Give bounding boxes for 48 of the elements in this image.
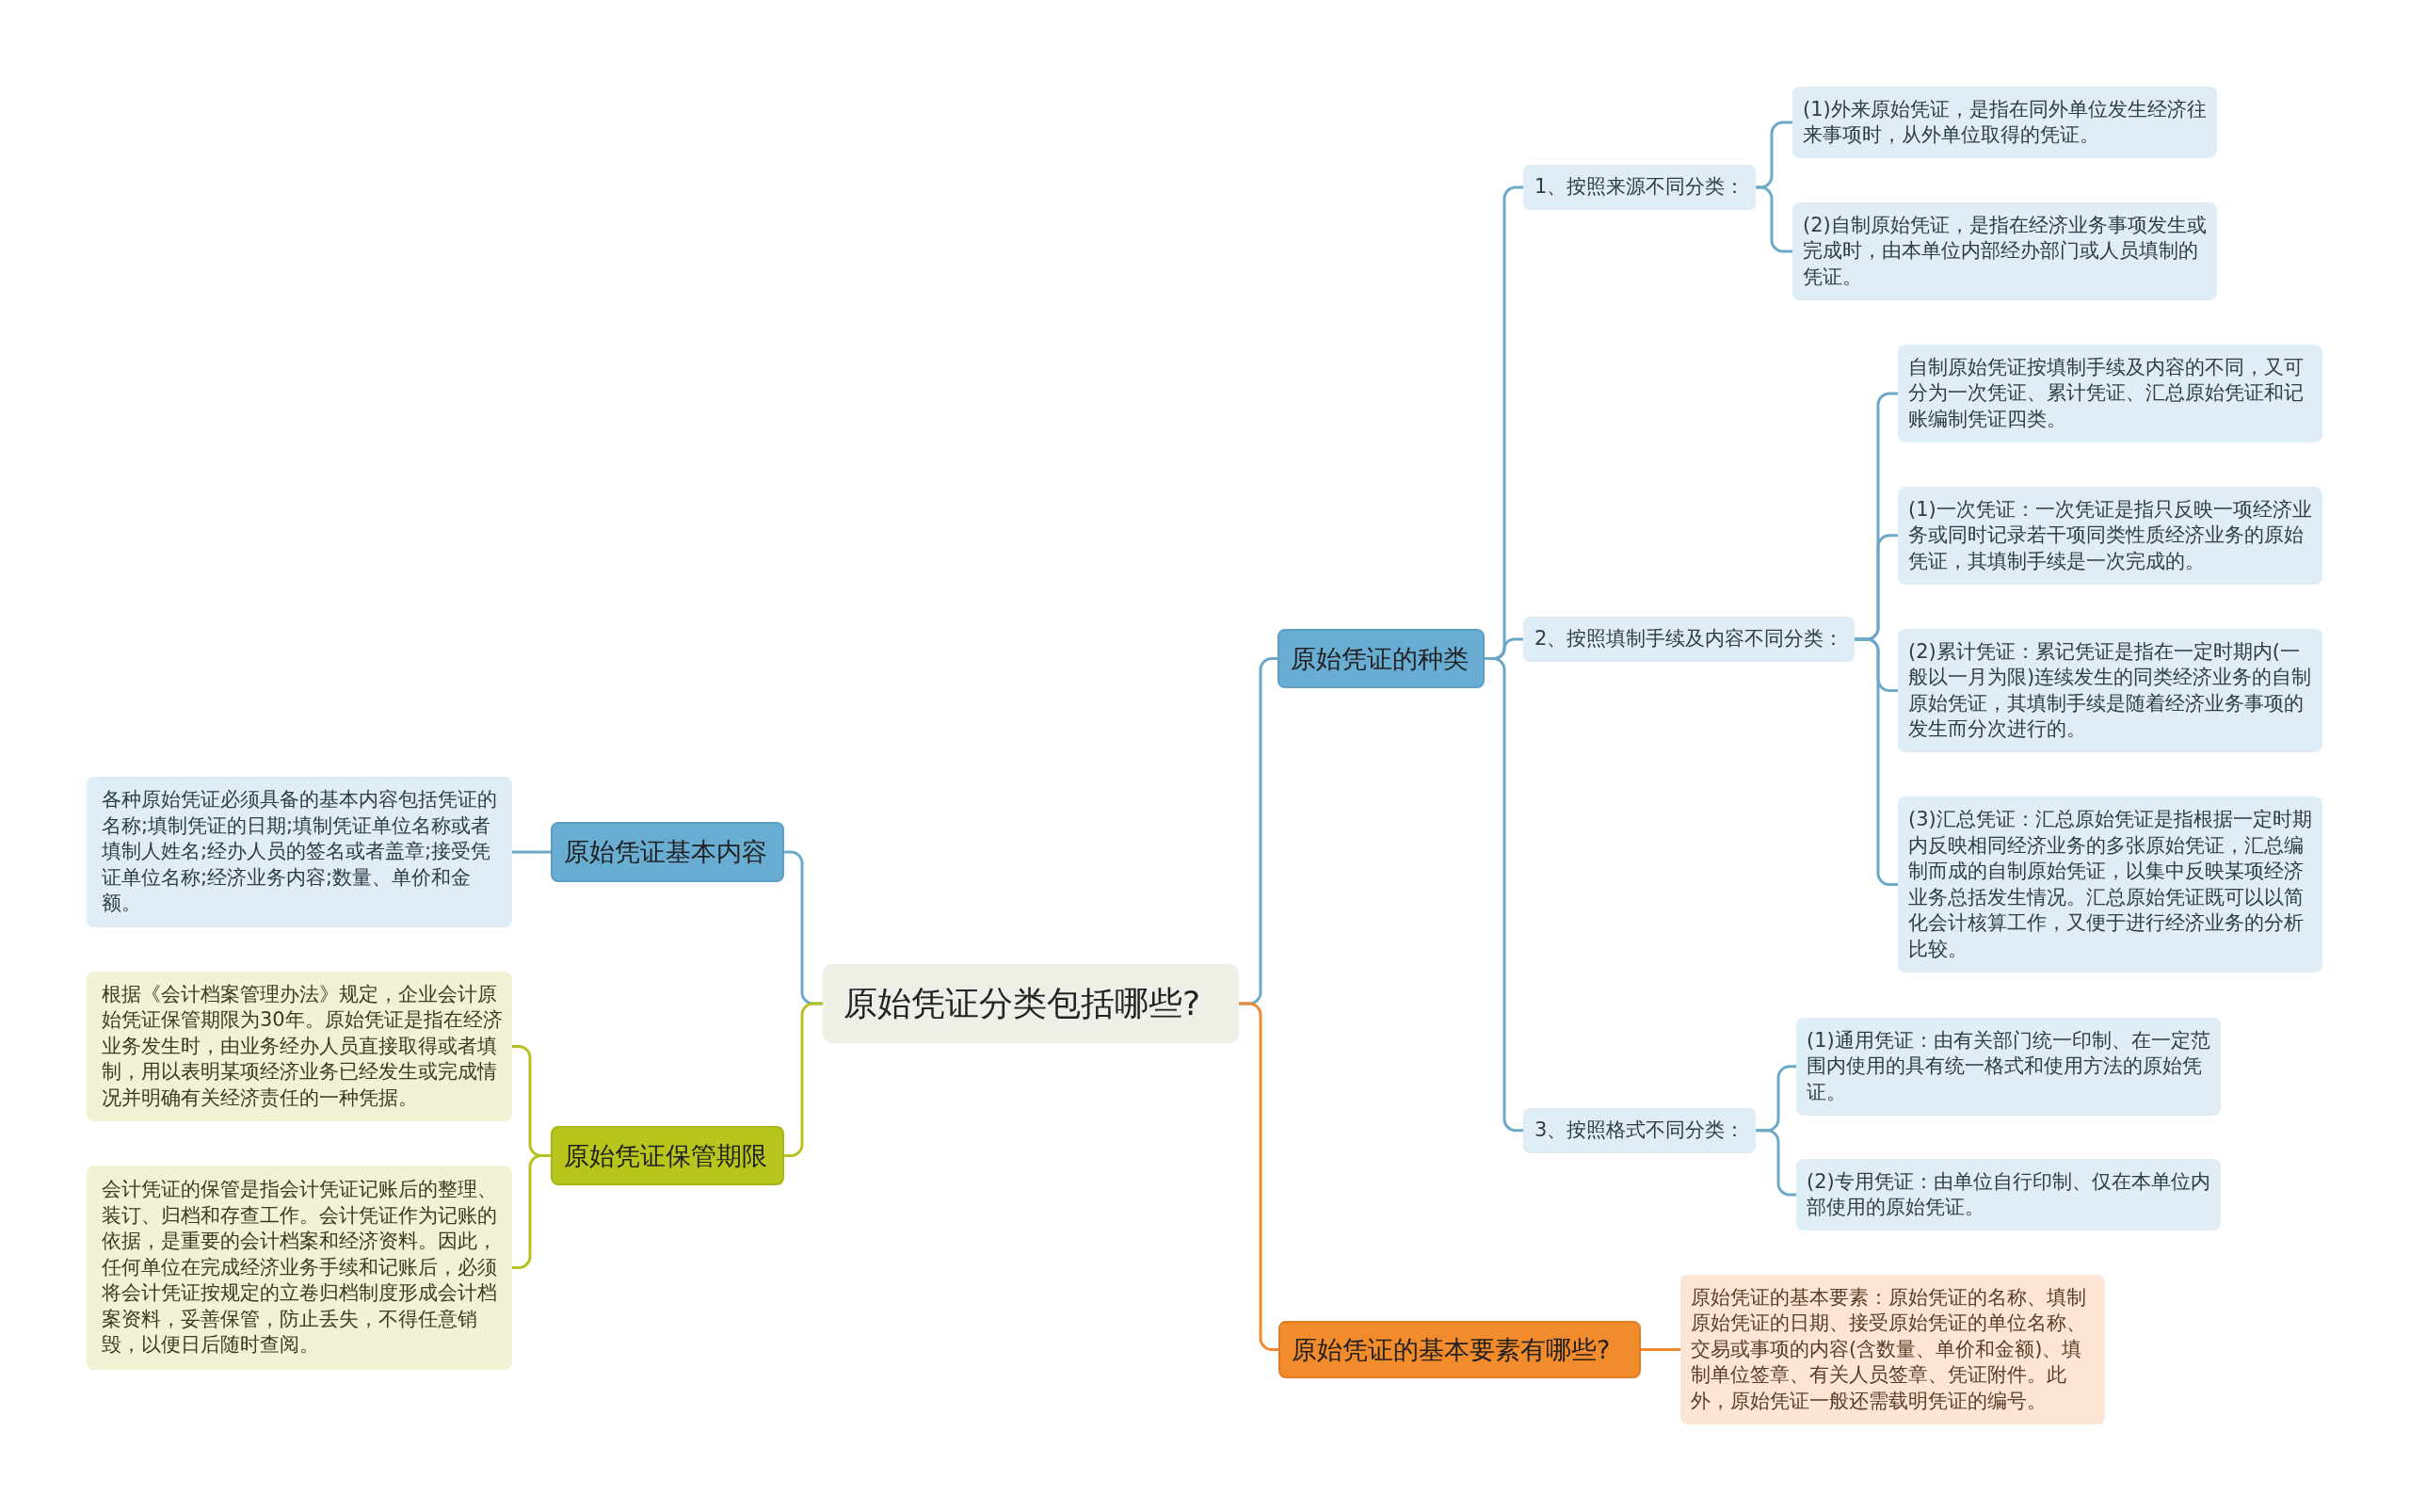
topic-card	[1278, 1321, 1641, 1378]
topic-text: 原始凭证保管期限	[564, 1139, 768, 1172]
topic-card	[551, 822, 784, 882]
note-text: (1)外来原始凭证，是指在同外单位发生经济往来事项时，从外单位取得的凭证。	[1803, 96, 2208, 148]
note-card	[1680, 1275, 2105, 1424]
note-card	[1898, 487, 2322, 585]
note-card	[1792, 202, 2217, 300]
topic-text: 原始凭证的基本要素有哪些?	[1292, 1333, 1612, 1366]
connector-line	[512, 1154, 551, 1269]
note-card	[1898, 796, 2322, 973]
subtopic-text: 2、按照填制手续及内容不同分类：	[1534, 626, 1844, 652]
topic-text: 原始凭证基本内容	[564, 836, 768, 868]
note-card	[87, 1166, 512, 1370]
note-text: (2)专用凭证：由单位自行印制、仅在本单位内部使用的原始凭证。	[1807, 1168, 2211, 1220]
note-card	[87, 777, 512, 927]
note-text: 原始凭证的基本要素：原始凭证的名称、填制原始凭证的日期、接受原始凭证的单位名称、交易或事项的内容(含数量、单价和金额)、填制单位签章、有关人员签章、凭证附件。此外，原始凭证一般还需载明凭证的编号。	[1691, 1284, 2087, 1414]
note-text: (1)通用凭证：由有关部门统一印制、在一定范围内使用的具有统一格式和使用方法的原始凭证。	[1807, 1027, 2211, 1105]
note-card	[1792, 87, 2217, 158]
topic-text: 原始凭证的种类	[1291, 642, 1470, 675]
central-topic-card	[823, 964, 1239, 1043]
note-card	[1898, 345, 2322, 442]
note-text: (2)累计凭证：累记凭证是指在一定时期内(一般以一月为限)连续发生的同类经济业务的自制原始凭证，其填制手续是随着经济业务事项的发生而分次进行的。	[1908, 638, 2313, 742]
connector-line	[784, 1002, 823, 1157]
subtopic-card	[1523, 165, 1757, 210]
central-topic-text: 原始凭证分类包括哪些?	[844, 982, 1202, 1024]
note-text: 各种原始凭证必须具备的基本内容包括凭证的名称;填制凭证的日期;填制凭证单位名称或者填制人姓名;经办人员的签名或者盖章;接受凭证单位名称;经济业务内容;数量、单价和金额。	[102, 787, 498, 917]
connector-line	[1756, 1129, 1796, 1197]
note-card	[1898, 629, 2322, 752]
note-text: (1)一次凭证：一次凭证是指只反映一项经济业务或同时记录若干项同类性质经济业务的原始凭证，其填制手续是一次完成的。	[1908, 496, 2313, 574]
note-card	[1796, 1018, 2221, 1116]
subtopic-text: 3、按照格式不同分类：	[1534, 1118, 1745, 1143]
note-text: 根据《会计档案管理办法》规定，企业会计原始凭证保管期限为30年。原始凭证是指在经济业务发生时，由业务经办人员直接取得或者填制，用以表明某项经济业务已经发生或完成情况并明确有关经济责任的一种凭据。	[102, 981, 504, 1111]
topic-card	[551, 1126, 784, 1185]
note-text: 会计凭证的保管是指会计凭证记账后的整理、装订、归档和存查工作。会计凭证作为记账的依据，是重要的会计档案和经济资料。因此，任何单位在完成经济业务手续和记账后，必须将会计凭证按规定的立卷归档制度形成会计档案资料，妥善保管，防止丢失，不得任意销毁，以便日后随时查阅。	[102, 1177, 498, 1359]
note-card	[1796, 1159, 2221, 1231]
note-card	[87, 972, 512, 1121]
note-text: (3)汇总凭证：汇总原始凭证是指根据一定时期内反映相同经济业务的多张原始凭证，汇总编制而成的自制原始凭证，以集中反映某项经济业务总括发生情况。汇总原始凭证既可以以简化会计核算工作，又便于进行经济业务的分析比较。	[1908, 807, 2313, 962]
connector-line	[1756, 185, 1792, 253]
note-text: 自制原始凭证按填制手续及内容的不同，又可分为一次凭证、累计凭证、汇总原始凭证和记账编制凭证四类。	[1908, 354, 2305, 432]
connector-line	[1855, 637, 1898, 886]
subtopic-text: 1、按照来源不同分类：	[1534, 174, 1745, 201]
connector-line	[1641, 1348, 1680, 1351]
connector-line	[1239, 1002, 1278, 1351]
subtopic-card	[1523, 617, 1856, 662]
note-text: (2)自制原始凭证，是指在经济业务事项发生或完成时，由本单位内部经办部门或人员填制的凭证。	[1803, 212, 2208, 290]
subtopic-card	[1523, 1108, 1757, 1153]
connector-line	[512, 850, 551, 854]
topic-card	[1277, 629, 1485, 688]
